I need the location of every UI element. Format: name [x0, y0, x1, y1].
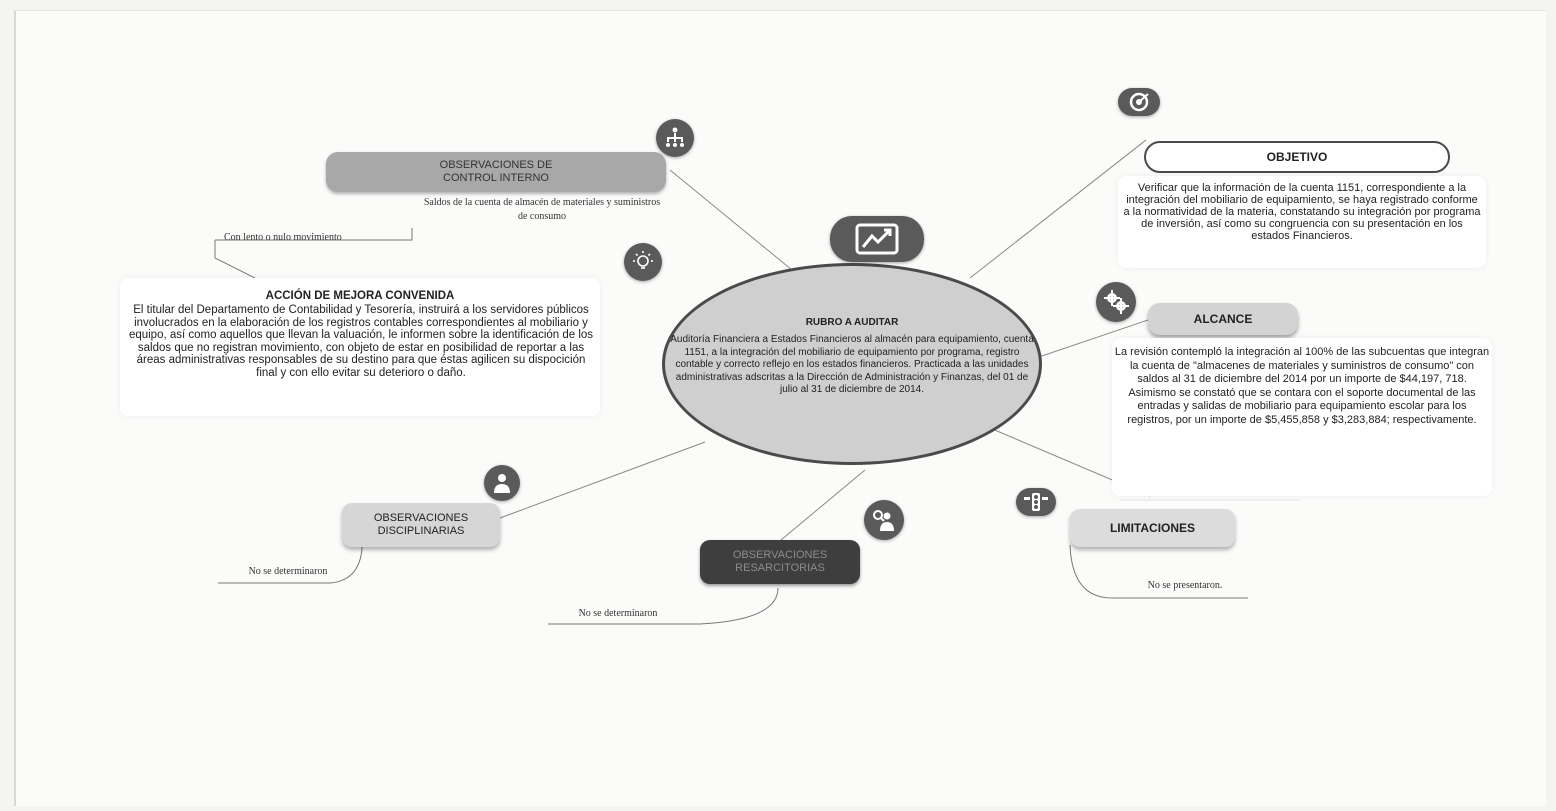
alcance-card: [1112, 338, 1492, 496]
objetivo-pill[interactable]: OBJETIVO: [1144, 141, 1450, 173]
objetivo-card: [1118, 176, 1486, 268]
control-interno-pill[interactable]: OBSERVACIONES DE CONTROL INTERNO: [326, 152, 666, 192]
connector-resarcitorias: [774, 469, 866, 546]
note-underline-limitaciones: [1069, 544, 1248, 599]
disciplinarias-pill[interactable]: OBSERVACIONES DISCIPLINARIAS: [342, 503, 500, 547]
objetivo-label: OBJETIVO: [1266, 150, 1328, 164]
person-icon: [484, 465, 520, 501]
resarcitorias-pill[interactable]: OBSERVACIONES RESARCITORIAS: [700, 540, 860, 584]
resarcitorias-label: OBSERVACIONES RESARCITORIAS: [732, 549, 828, 574]
alcance-body: La revisión contempló la integración al …: [1114, 346, 1490, 426]
accion-card: [120, 278, 600, 416]
center-body: Auditoría Financiera a Estados Financier…: [670, 334, 1034, 396]
control-interno-note2: Con lento o nulo movimiento: [224, 232, 342, 243]
limitaciones-label: LIMITACIONES: [1109, 521, 1196, 535]
lightbulb-icon: [624, 243, 662, 281]
gears-icon: [1096, 282, 1136, 322]
traffic-light-icon: [1016, 488, 1056, 516]
center-topic: RUBRO A AUDITAR Auditoría Financiera a E…: [662, 263, 1042, 465]
objetivo-body: Verificar que la información de la cuent…: [1123, 182, 1481, 242]
accion-title: ACCIÓN DE MEJORA CONVENIDA: [265, 290, 455, 302]
growth-chart-icon: [830, 216, 924, 262]
alcance-pill[interactable]: ALCANCE: [1148, 303, 1298, 335]
limitaciones-note: No se presentaron.: [1147, 580, 1223, 591]
connector-objetivo: [969, 139, 1147, 279]
control-interno-label: OBSERVACIONES DE CONTROL INTERNO: [439, 159, 553, 184]
control-interno-note: Saldos de la cuenta de almacén de materi…: [423, 197, 661, 222]
connector-control: [669, 169, 793, 271]
resarcitorias-note: No se determinaron: [578, 608, 658, 619]
note-underline-resarcitorias: [548, 587, 779, 625]
disciplinarias-note: No se determinaron: [248, 566, 328, 577]
target-icon: [1118, 88, 1160, 116]
connector-disciplinarias: [499, 441, 706, 519]
accion-body: El titular del Departamento de Contabili…: [128, 304, 594, 379]
limitaciones-pill[interactable]: LIMITACIONES: [1070, 509, 1235, 547]
alcance-label: ALCANCE: [1193, 312, 1253, 326]
center-title: RUBRO A AUDITAR: [805, 317, 899, 329]
hierarchy-icon: [656, 119, 694, 157]
note-underline-control: [214, 228, 413, 279]
disciplinarias-label: OBSERVACIONES DISCIPLINARIAS: [373, 512, 469, 537]
magnifier-person-icon: [864, 500, 904, 540]
connector-alcance: [1029, 319, 1149, 361]
